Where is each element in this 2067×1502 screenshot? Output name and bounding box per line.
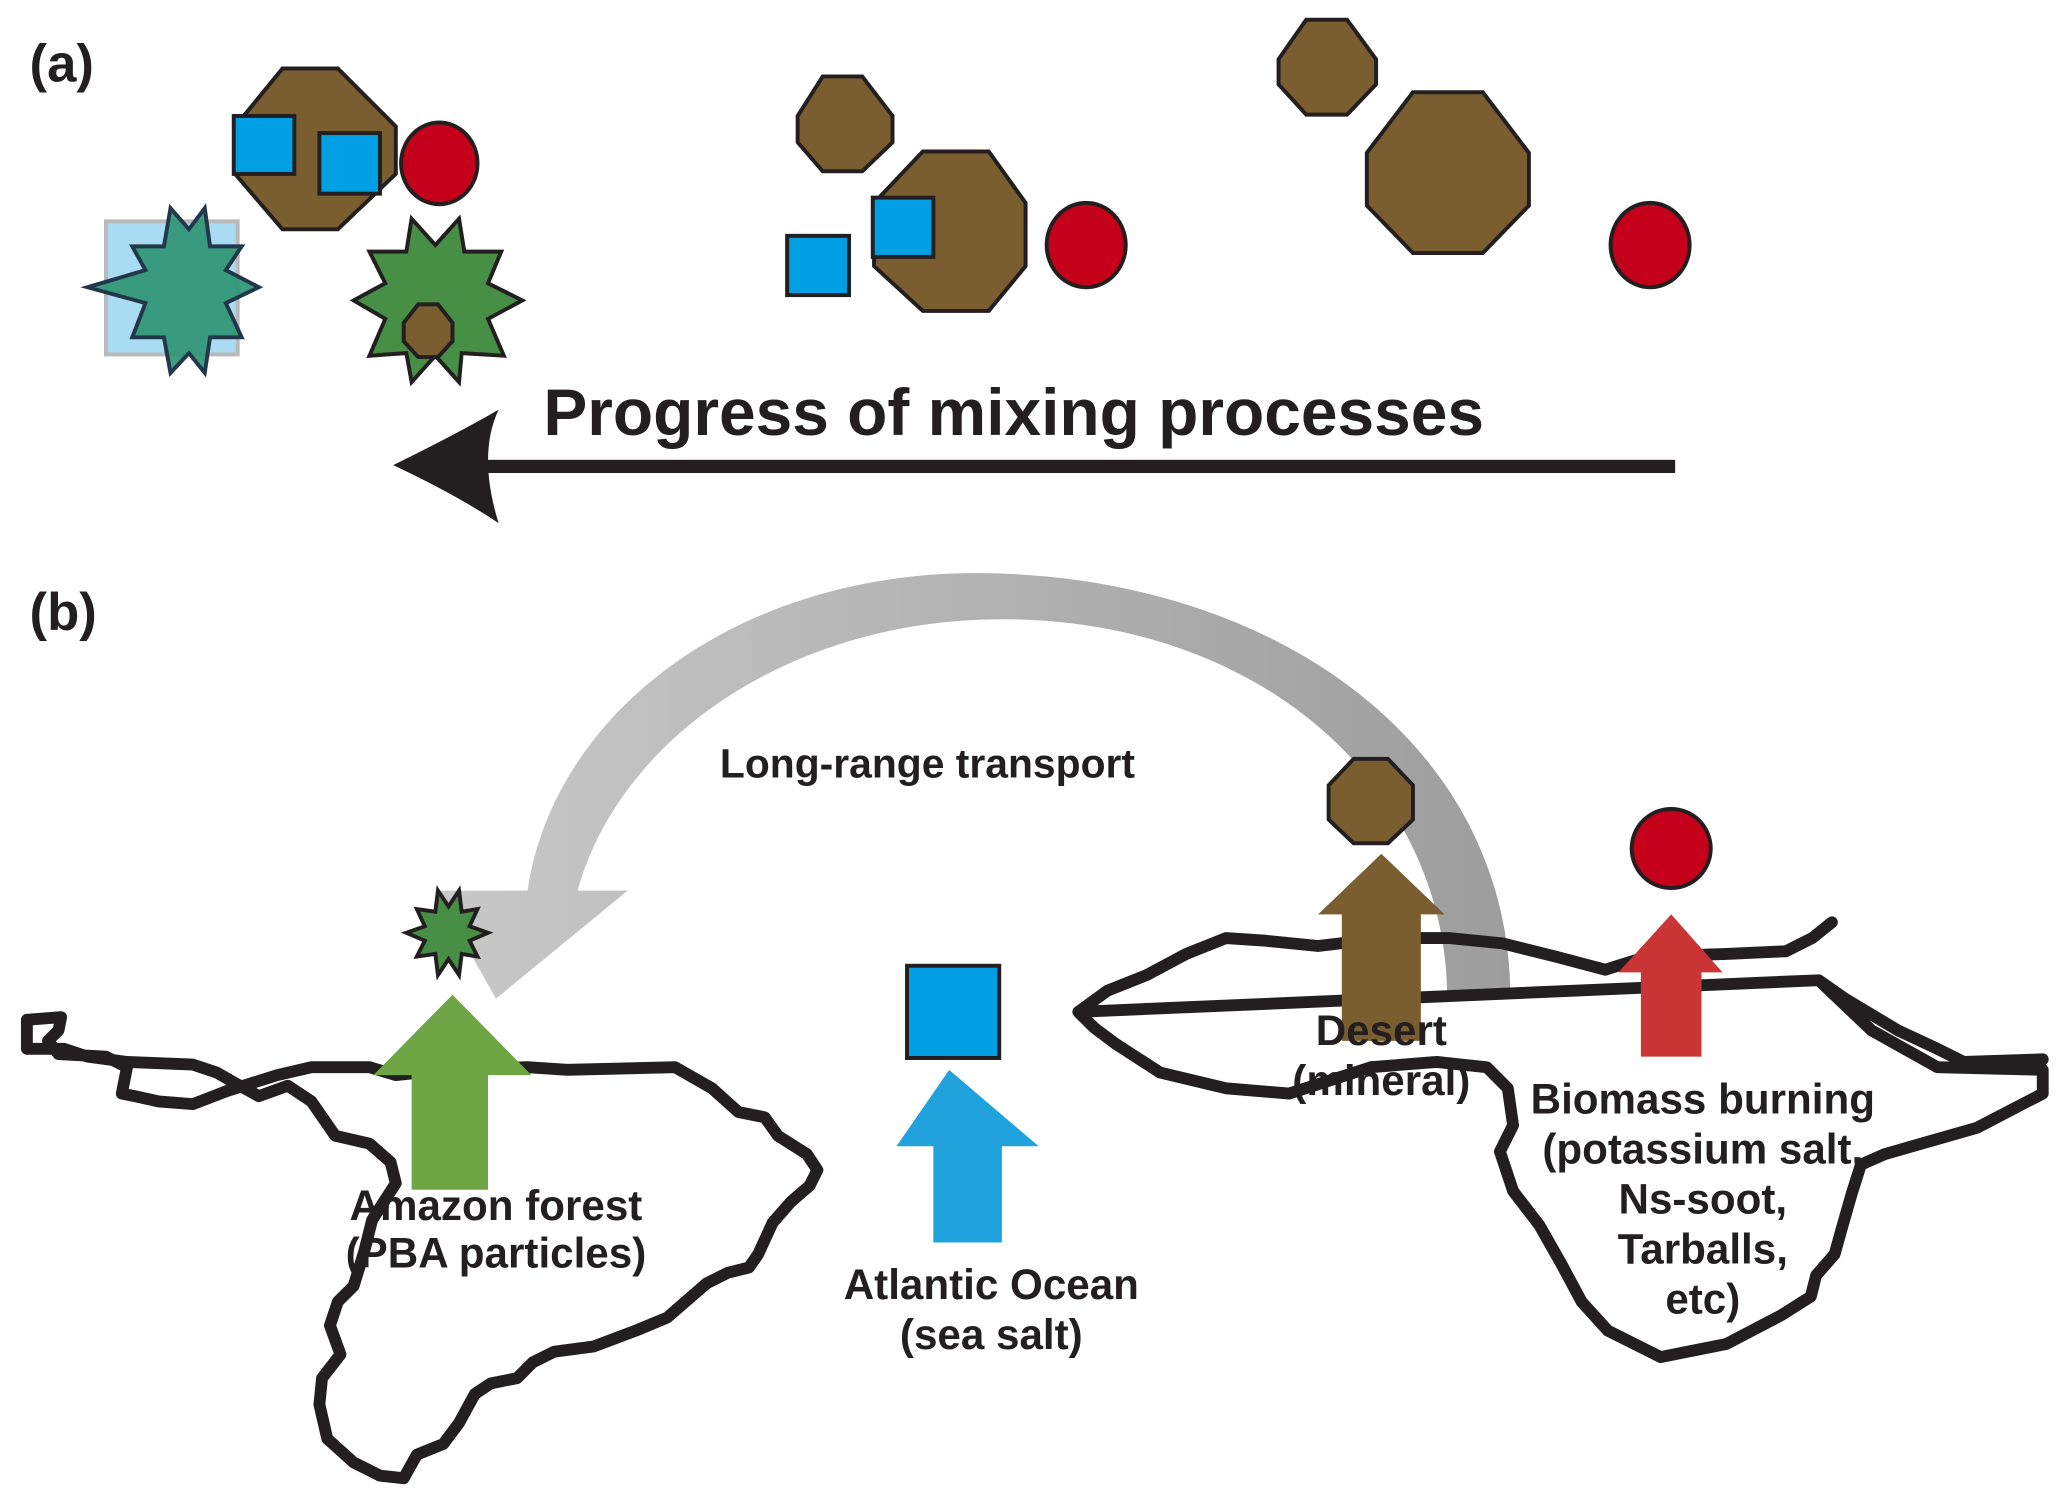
- desert-emission-arrow: [1318, 853, 1445, 1041]
- africa-outline: [1072, 916, 2049, 1363]
- desert-label-line1: Desert: [1316, 1007, 1447, 1054]
- biomass-circle-icon: [1629, 806, 1713, 891]
- panel-b-label: (b): [30, 583, 97, 642]
- pba-star: [349, 214, 527, 387]
- biomass-label-line4: Tarballs,: [1618, 1226, 1788, 1273]
- mineral-octagon-small: [401, 302, 455, 360]
- desert-label-line2: (mineral): [1292, 1057, 1470, 1104]
- mineral-octagon-small: [795, 74, 895, 174]
- biomass-label-line3: Ns-soot,: [1618, 1175, 1787, 1222]
- mineral-octagon-icon: [1326, 756, 1415, 846]
- biomass-circle: [399, 120, 480, 207]
- amazon-label-line2: (PBA particles): [346, 1229, 647, 1276]
- mineral-octagon-small: [1276, 17, 1379, 117]
- sea-salt-square: [785, 233, 852, 298]
- amazon-emission-arrow: [373, 994, 532, 1190]
- sea-salt-square: [317, 131, 382, 196]
- biomass-label-line1: Biomass burning: [1531, 1075, 1875, 1122]
- ocean-emission-arrow: [896, 1069, 1039, 1243]
- biomass-source: Biomass burning (potassium salt, Ns-soot…: [1531, 806, 1875, 1323]
- ocean-label-line1: Atlantic Ocean: [844, 1261, 1139, 1308]
- biomass-label-line2: (potassium salt,: [1542, 1125, 1863, 1172]
- mixing-progress-arrow: [393, 409, 1676, 524]
- pba-star-icon: [400, 885, 494, 981]
- biomass-circle: [1608, 200, 1692, 290]
- mixed-group-partial: [785, 74, 1128, 313]
- sea-salt-square: [231, 113, 297, 176]
- desert-source: Desert (mineral): [1292, 756, 1470, 1104]
- ocean-label-line2: (sea salt): [900, 1311, 1083, 1358]
- mixing-progress-label: Progress of mixing processes: [543, 375, 1484, 449]
- biomass-emission-arrow: [1618, 914, 1723, 1057]
- amazon-label-line1: Amazon forest: [350, 1182, 643, 1229]
- biomass-circle: [1044, 200, 1128, 290]
- biomass-label-line5: etc): [1665, 1276, 1740, 1323]
- sea-salt-square: [870, 195, 936, 259]
- amazon-source: Amazon forest (PBA particles): [346, 885, 647, 1276]
- mineral-octagon-large: [1364, 90, 1531, 255]
- ocean-source: Atlantic Ocean (sea salt): [844, 963, 1139, 1358]
- south-america-outline: [20, 1011, 824, 1485]
- sea-salt-square-icon: [905, 963, 1002, 1060]
- long-range-transport-arrow: [435, 573, 1511, 999]
- pba-star-coated: [80, 203, 264, 378]
- transport-label: Long-range transport: [720, 740, 1135, 786]
- mixed-group-external: [1276, 17, 1692, 290]
- mixed-group-advanced: [80, 66, 527, 387]
- panel-a-label: (a): [30, 35, 94, 94]
